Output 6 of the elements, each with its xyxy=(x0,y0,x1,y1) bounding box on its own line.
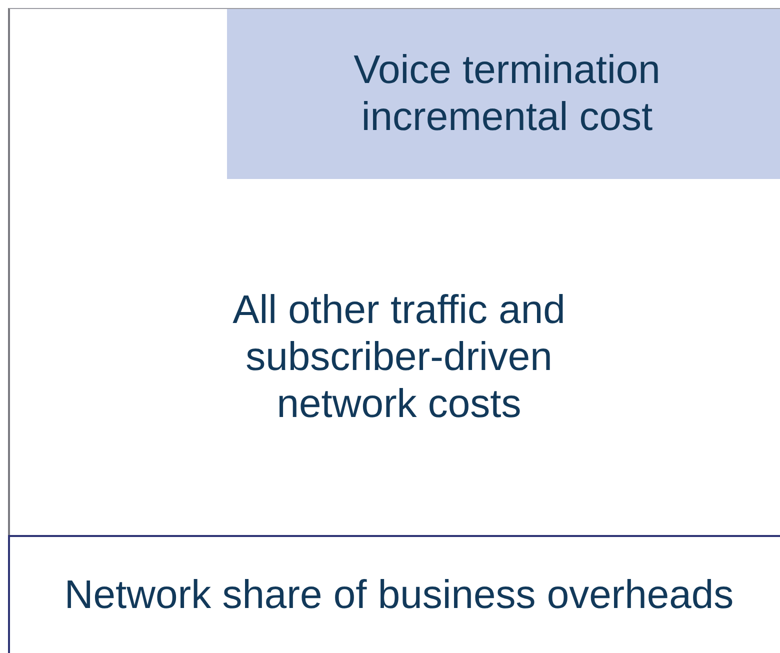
overhead-block xyxy=(8,535,780,653)
cost-block xyxy=(8,8,780,535)
block-label: All other traffic and subscriber-driven network costs xyxy=(232,286,566,428)
block-label: Network share of business overheads xyxy=(64,572,734,618)
shaded-cost-block xyxy=(227,9,780,179)
block-label: Voice termination incremental cost xyxy=(352,47,662,141)
